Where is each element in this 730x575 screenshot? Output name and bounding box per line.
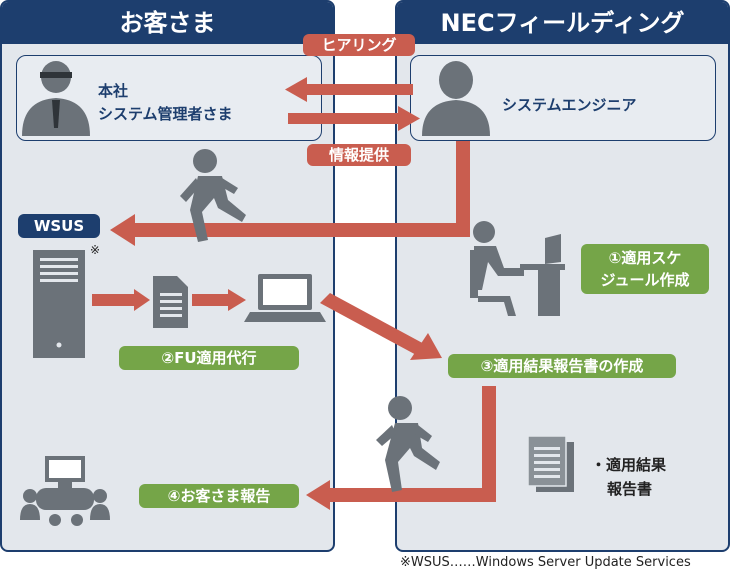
step4-label: ④お客さま報告: [139, 484, 299, 508]
laptop-icon: [244, 274, 326, 322]
wsus-note-mark: ※: [90, 243, 101, 257]
step1-label: ①適用スケ ジュール作成: [581, 244, 709, 294]
engineer-person-icon: [422, 61, 490, 136]
report-arrow: [306, 386, 496, 510]
step1-line1: ①適用スケ: [608, 249, 682, 267]
report-line2: 報告書: [607, 480, 653, 498]
diagonal-arrow: [320, 293, 442, 360]
update-document-icon: [153, 276, 188, 328]
nec-panel-title: NECフィールディング: [397, 2, 728, 44]
report-document-icon: [527, 435, 574, 492]
running-person-icon-2: [376, 396, 440, 492]
hearing-arrow: [285, 77, 413, 102]
report-line1: ・適用結果: [591, 456, 667, 474]
hq-admin-line1: 本社: [98, 82, 129, 100]
apply-arrows: [92, 289, 246, 311]
admin-person-icon: [22, 61, 90, 136]
wsus-label: WSUS: [18, 214, 100, 238]
server-icon: [33, 250, 85, 358]
info-arrow: [288, 106, 420, 131]
info-provision-label: 情報提供: [307, 144, 411, 166]
step2-label: ②FU適用代行: [119, 346, 299, 370]
footnote: ※WSUS……Windows Server Update Services: [400, 555, 691, 570]
customer-panel-title: お客さま: [2, 2, 333, 44]
meeting-icon: [20, 456, 110, 526]
desk-worker-icon: [470, 221, 565, 316]
step3-label: ③適用結果報告書の作成: [448, 354, 676, 378]
hq-admin-line2: システム管理者さま: [98, 105, 233, 123]
running-person-icon: [180, 149, 246, 242]
step1-line2: ジュール作成: [600, 271, 690, 289]
engineer-label: システムエンジニア: [502, 96, 637, 114]
hearing-label: ヒアリング: [303, 34, 415, 56]
visit-arrow: [110, 141, 470, 246]
